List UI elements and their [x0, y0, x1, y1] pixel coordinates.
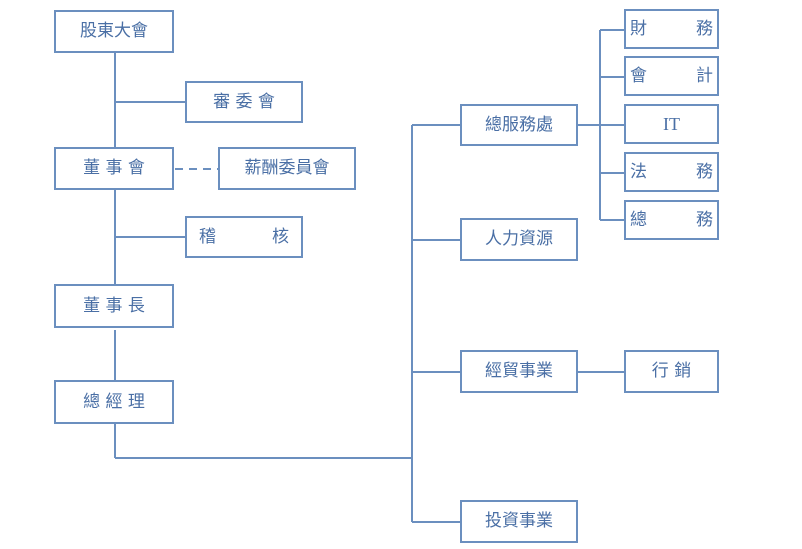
shareholders-box: 股東大會	[54, 10, 174, 53]
general-affairs-label-1: 總	[630, 209, 647, 230]
finance-label-1: 財	[630, 18, 647, 39]
shareholders-label: 股東大會	[80, 21, 148, 41]
accounting-label-2: 計	[696, 65, 713, 86]
internal-audit-label-1: 稽	[199, 226, 216, 247]
investment-business-box: 投資事業	[460, 500, 578, 543]
general-affairs-label-2: 務	[696, 209, 713, 230]
board-label: 董 事 會	[83, 158, 145, 178]
marketing-label: 行 銷	[651, 361, 692, 381]
chairman-label: 董 事 長	[83, 295, 145, 316]
general-services-label: 總服務處	[485, 114, 553, 135]
accounting-box: 會 計	[624, 56, 719, 96]
legal-label-2: 務	[696, 161, 713, 182]
trade-business-label: 經貿事業	[485, 361, 553, 381]
it-label: IT	[663, 114, 680, 134]
legal-label-1: 法	[630, 161, 647, 182]
accounting-label-1: 會	[630, 65, 647, 86]
trade-business-box: 經貿事業	[460, 350, 578, 393]
remuneration-committee-label: 薪酬委員會	[244, 158, 330, 178]
legal-box: 法 務	[624, 152, 719, 192]
general-manager-box: 總 經 理	[54, 380, 174, 424]
finance-box: 財 務	[624, 9, 719, 49]
it-box: IT	[624, 104, 719, 144]
chairman-box: 董 事 長	[54, 284, 174, 328]
general-manager-label: 總 經 理	[83, 391, 145, 412]
general-affairs-box: 總 務	[624, 200, 719, 240]
finance-label-2: 務	[696, 18, 713, 39]
marketing-box: 行 銷	[624, 350, 719, 393]
internal-audit-box: 稽 核	[185, 216, 303, 258]
general-services-box: 總服務處	[460, 104, 578, 146]
human-resources-box: 人力資源	[460, 218, 578, 261]
investment-business-label: 投資事業	[485, 511, 553, 531]
audit-committee-box: 審 委 會	[185, 81, 303, 123]
human-resources-label: 人力資源	[485, 229, 553, 249]
remuneration-committee-box: 薪酬委員會	[218, 147, 356, 190]
board-box: 董 事 會	[54, 147, 174, 190]
audit-committee-label: 審 委 會	[213, 91, 275, 112]
internal-audit-label-2: 核	[272, 226, 289, 247]
